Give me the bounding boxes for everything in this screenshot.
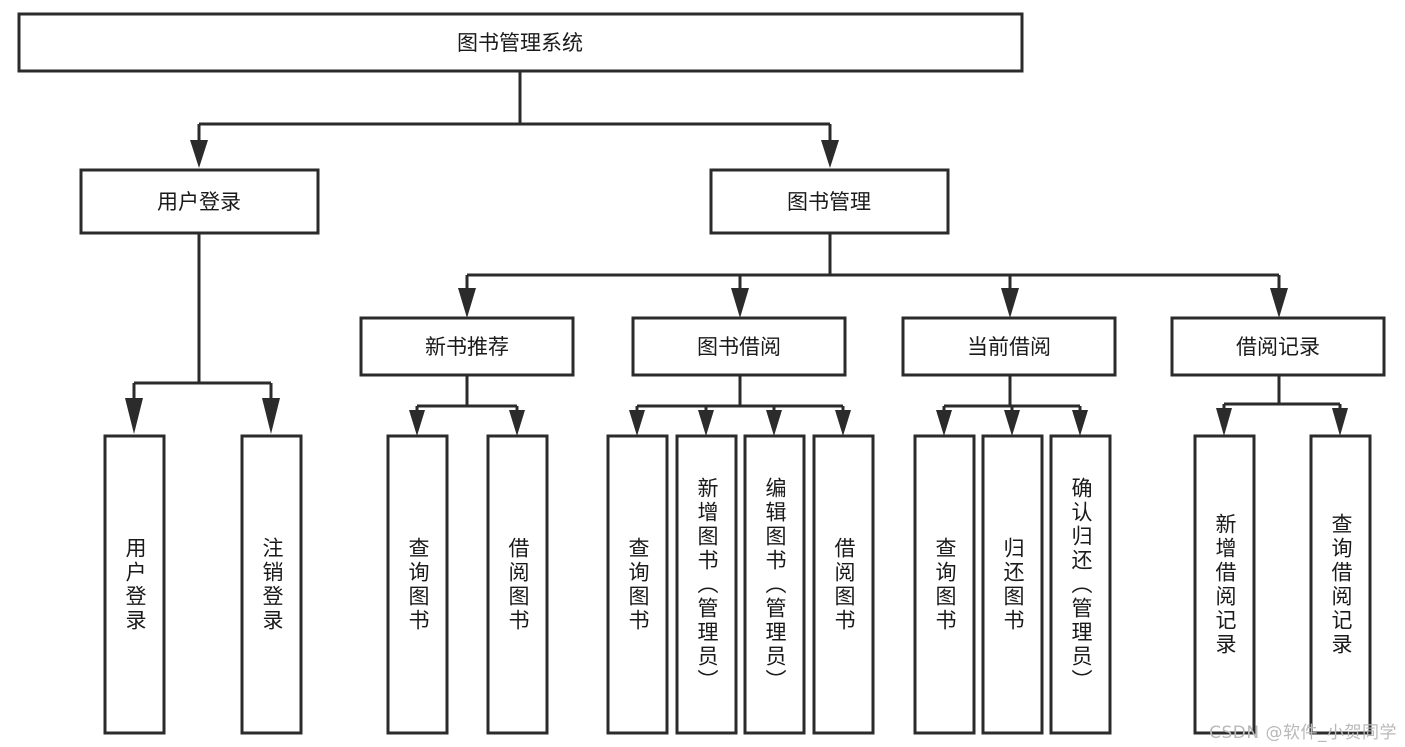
arrow-book-borrow-leaf1 [629, 410, 645, 436]
arrow-to-borrow-record [1270, 288, 1288, 318]
arrow-user-login-leaf1 [125, 398, 143, 434]
arrow-borrow-record-leaf1 [1216, 408, 1232, 436]
connector-group-current-borrow [936, 375, 1088, 436]
leaf-current-borrow-0[interactable] [913, 434, 976, 735]
arrow-root-to-book-mgmt [821, 140, 839, 168]
arrow-current-borrow-leaf3 [1072, 410, 1088, 436]
arrow-to-new-book [458, 288, 476, 318]
node-borrow-record-label: 借阅记录 [1236, 335, 1320, 359]
node-current-borrow[interactable] [901, 316, 1117, 377]
arrow-root-to-user-login [190, 140, 208, 168]
leaf-current-borrow-2[interactable] [1049, 434, 1112, 735]
node-book-borrow-label: 图书借阅 [697, 335, 781, 359]
node-user-login[interactable] [79, 168, 320, 235]
arrow-new-book-leaf2 [509, 410, 525, 436]
arrow-book-borrow-leaf4 [835, 410, 851, 436]
node-current-borrow-label: 当前借阅 [967, 335, 1051, 359]
node-book-management[interactable] [709, 168, 950, 235]
leaf-book-borrow-0[interactable] [606, 434, 669, 735]
leaf-book-borrow-1[interactable] [675, 434, 738, 735]
node-user-login-label: 用户登录 [157, 190, 241, 214]
node-new-book-recommend-label: 新书推荐 [425, 335, 509, 359]
node-new-book-recommend[interactable] [359, 316, 575, 377]
connector-group-book-mgmt [458, 233, 1288, 318]
leaf-borrow-record-0[interactable] [1193, 434, 1256, 735]
arrow-book-borrow-leaf2 [698, 410, 714, 436]
node-root[interactable] [17, 12, 1024, 73]
arrow-new-book-leaf1 [409, 410, 425, 436]
arrow-to-current-borrow [1001, 288, 1019, 318]
leaf-current-borrow-1[interactable] [981, 434, 1044, 735]
connector-group-new-book [409, 375, 525, 436]
connector-group-user-login [125, 233, 280, 434]
leaf-book-borrow-3[interactable] [812, 434, 875, 735]
watermark-text: CSDN @软件_小贺同学 [1209, 723, 1397, 743]
leaf-new-book-1[interactable] [486, 434, 549, 735]
node-book-borrow[interactable] [631, 316, 847, 377]
arrow-book-borrow-leaf3 [766, 410, 782, 436]
arrow-current-borrow-leaf1 [936, 410, 952, 436]
leaf-new-book-0[interactable] [386, 434, 449, 735]
leaf-user-login-0[interactable] [103, 434, 166, 735]
leaf-book-borrow-2[interactable] [743, 434, 806, 735]
arrow-borrow-record-leaf2 [1332, 408, 1348, 436]
node-root-label: 图书管理系统 [457, 31, 583, 55]
arrow-current-borrow-leaf2 [1004, 410, 1020, 436]
node-book-management-label: 图书管理 [787, 190, 871, 214]
leaf-borrow-record-1[interactable] [1309, 434, 1372, 735]
connector-group-borrow-record [1216, 375, 1348, 436]
connector-group-root [190, 71, 839, 168]
arrow-user-login-leaf2 [262, 398, 280, 434]
connector-group-book-borrow [629, 375, 851, 436]
arrow-to-book-borrow [731, 288, 749, 318]
node-borrow-record[interactable] [1170, 316, 1386, 377]
leaf-user-login-1[interactable] [240, 434, 303, 735]
